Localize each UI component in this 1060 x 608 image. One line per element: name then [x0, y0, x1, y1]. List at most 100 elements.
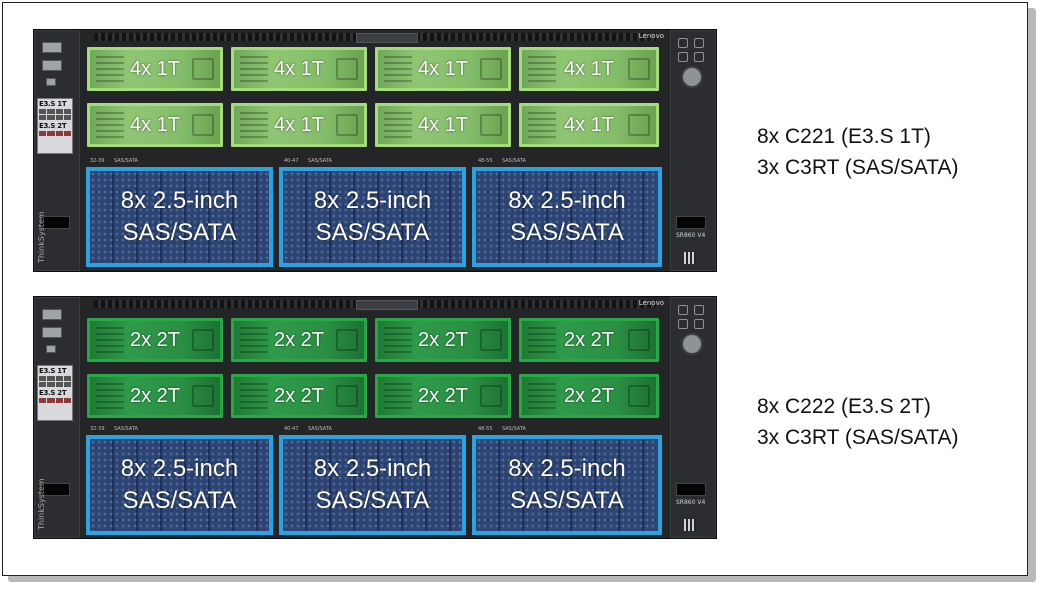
- sas-sata-cage: 8x 2.5-inch SAS/SATA: [279, 167, 466, 267]
- front-knob-icon[interactable]: [681, 333, 703, 355]
- bay-label: 2x 2T: [129, 384, 181, 407]
- e3s-bay: 4x 1T: [87, 103, 223, 147]
- usb-port-icon: [42, 60, 62, 71]
- cage-line-2: SAS/SATA: [315, 219, 430, 246]
- bay-label: 2x 2T: [129, 328, 181, 351]
- bay-label: 4x 1T: [129, 57, 181, 80]
- cage-bus-label: SAS/SATA: [502, 158, 526, 164]
- cage-bus-label: SAS/SATA: [308, 426, 332, 432]
- cage-bus-label: SAS/SATA: [114, 426, 138, 432]
- bay-label: 2x 2T: [417, 384, 469, 407]
- diagnostic-port-icon: [46, 78, 56, 86]
- legend-grid-1t: [39, 376, 71, 387]
- cage-line-2: SAS/SATA: [510, 487, 624, 514]
- cage-line-1: 8x 2.5-inch: [120, 187, 239, 214]
- description-line-1: 8x C222 (E3.S 2T): [757, 395, 931, 418]
- cage-range: 48-55: [478, 158, 493, 164]
- e3s-bay: 4x 1T: [519, 47, 659, 91]
- cage-bus-label: SAS/SATA: [114, 158, 138, 164]
- e3s-bay: 2x 2T: [519, 374, 659, 418]
- left-rack-ear: E3.S 1T E3.S 2T ThinkSystem: [34, 30, 80, 271]
- left-rack-handle[interactable]: [40, 216, 70, 229]
- description-line-1: 8x C221 (E3.S 1T): [757, 125, 931, 148]
- cage-line-1: 8x 2.5-inch: [508, 455, 626, 482]
- bay-label: 4x 1T: [563, 57, 615, 80]
- e3s-bay: 2x 2T: [231, 374, 367, 418]
- cage-range: 40-47: [284, 426, 299, 432]
- status-led-icon: [694, 52, 704, 62]
- left-rack-handle[interactable]: [40, 483, 70, 496]
- pull-tab: [356, 33, 418, 43]
- bay-label: 2x 2T: [273, 384, 325, 407]
- sas-sata-cage: 8x 2.5-inch SAS/SATA: [472, 167, 662, 267]
- cage-range: 32-39: [90, 426, 105, 432]
- id-button-icon[interactable]: [694, 38, 704, 48]
- status-led-icon: [678, 52, 688, 62]
- cage-line-2: SAS/SATA: [315, 487, 430, 514]
- cage-number-bar: 32-39 SAS/SATA 40-47 SAS/SATA 48-55 SAS/…: [86, 424, 664, 435]
- e3s-bay: 4x 1T: [87, 47, 223, 91]
- bay-label: 4x 1T: [129, 113, 181, 136]
- bay-label: 2x 2T: [417, 328, 469, 351]
- e3s-bay: 4x 1T: [231, 103, 367, 147]
- bay-label: 2x 2T: [563, 328, 615, 351]
- drive-legend-card: E3.S 1T E3.S 2T: [37, 365, 73, 421]
- e3s-bay: 2x 2T: [87, 374, 223, 418]
- diagnostic-port-icon: [46, 345, 56, 353]
- id-button-icon[interactable]: [694, 305, 704, 315]
- usb-port-icon: [42, 327, 62, 338]
- legend-caption-1t: E3.S 1T: [39, 100, 67, 108]
- status-led-icon: [694, 319, 704, 329]
- left-rack-ear: E3.S 1T E3.S 2T ThinkSystem: [34, 297, 80, 538]
- right-rack-handle[interactable]: [676, 483, 706, 496]
- lenovo-logo: Lenovo: [638, 299, 664, 307]
- cage-line-2: SAS/SATA: [510, 219, 624, 246]
- e3s-bay: 4x 1T: [231, 47, 367, 91]
- e3s-bay: 2x 2T: [375, 318, 511, 362]
- cage-number-bar: 32-39 SAS/SATA 40-47 SAS/SATA 48-55 SAS/…: [86, 156, 664, 167]
- e3s-bay: 4x 1T: [375, 103, 511, 147]
- cage-line-2: SAS/SATA: [122, 219, 237, 246]
- sas-sata-cage: 8x 2.5-inch SAS/SATA: [472, 435, 662, 535]
- configuration-description-1: 8x C221 (E3.S 1T) 3x C3RT (SAS/SATA): [757, 121, 959, 183]
- right-rack-handle[interactable]: [676, 216, 706, 229]
- usb-port-icon: [42, 42, 62, 53]
- thinksystem-label: ThinkSystem: [37, 478, 46, 530]
- bay-label: 2x 2T: [563, 384, 615, 407]
- cage-range: 32-39: [90, 158, 105, 164]
- server-front-view-e3s-2t: Lenovo E3.S 1T E3.S 2T ThinkSystem SR860…: [33, 296, 717, 539]
- right-rack-ear: SR860 V4: [670, 297, 716, 538]
- bay-label: 4x 1T: [417, 57, 469, 80]
- qr-code-icon: [684, 519, 696, 531]
- sas-sata-cage: 8x 2.5-inch SAS/SATA: [279, 435, 466, 535]
- e3s-bay: 4x 1T: [519, 103, 659, 147]
- usb-port-icon: [42, 309, 62, 320]
- legend-grid-2t: [39, 398, 71, 403]
- description-line-2: 3x C3RT (SAS/SATA): [757, 156, 959, 179]
- cage-line-1: 8x 2.5-inch: [313, 455, 432, 482]
- cage-bus-label: SAS/SATA: [308, 158, 332, 164]
- legend-caption-1t: E3.S 1T: [39, 367, 67, 375]
- qr-code-icon: [684, 252, 696, 264]
- cage-line-2: SAS/SATA: [122, 487, 237, 514]
- e3s-bay: 2x 2T: [519, 318, 659, 362]
- power-button-icon[interactable]: [678, 38, 688, 48]
- bay-label: 4x 1T: [273, 113, 325, 136]
- cage-range: 48-55: [478, 426, 493, 432]
- description-line-2: 3x C3RT (SAS/SATA): [757, 426, 959, 449]
- front-knob-icon[interactable]: [681, 66, 703, 88]
- e3s-bay: 2x 2T: [231, 318, 367, 362]
- e3s-bay: 2x 2T: [375, 374, 511, 418]
- lenovo-logo: Lenovo: [638, 32, 664, 40]
- status-led-icon: [678, 319, 688, 329]
- cage-bus-label: SAS/SATA: [502, 426, 526, 432]
- sas-sata-cage: 8x 2.5-inch SAS/SATA: [86, 167, 273, 267]
- legend-grid-2t: [39, 131, 71, 136]
- power-button-icon[interactable]: [678, 305, 688, 315]
- model-label: SR860 V4: [676, 499, 706, 506]
- e3s-bay: 4x 1T: [375, 47, 511, 91]
- cage-line-1: 8x 2.5-inch: [313, 187, 432, 214]
- bay-label: 4x 1T: [273, 57, 325, 80]
- pull-tab: [356, 300, 418, 310]
- bay-label: 4x 1T: [563, 113, 615, 136]
